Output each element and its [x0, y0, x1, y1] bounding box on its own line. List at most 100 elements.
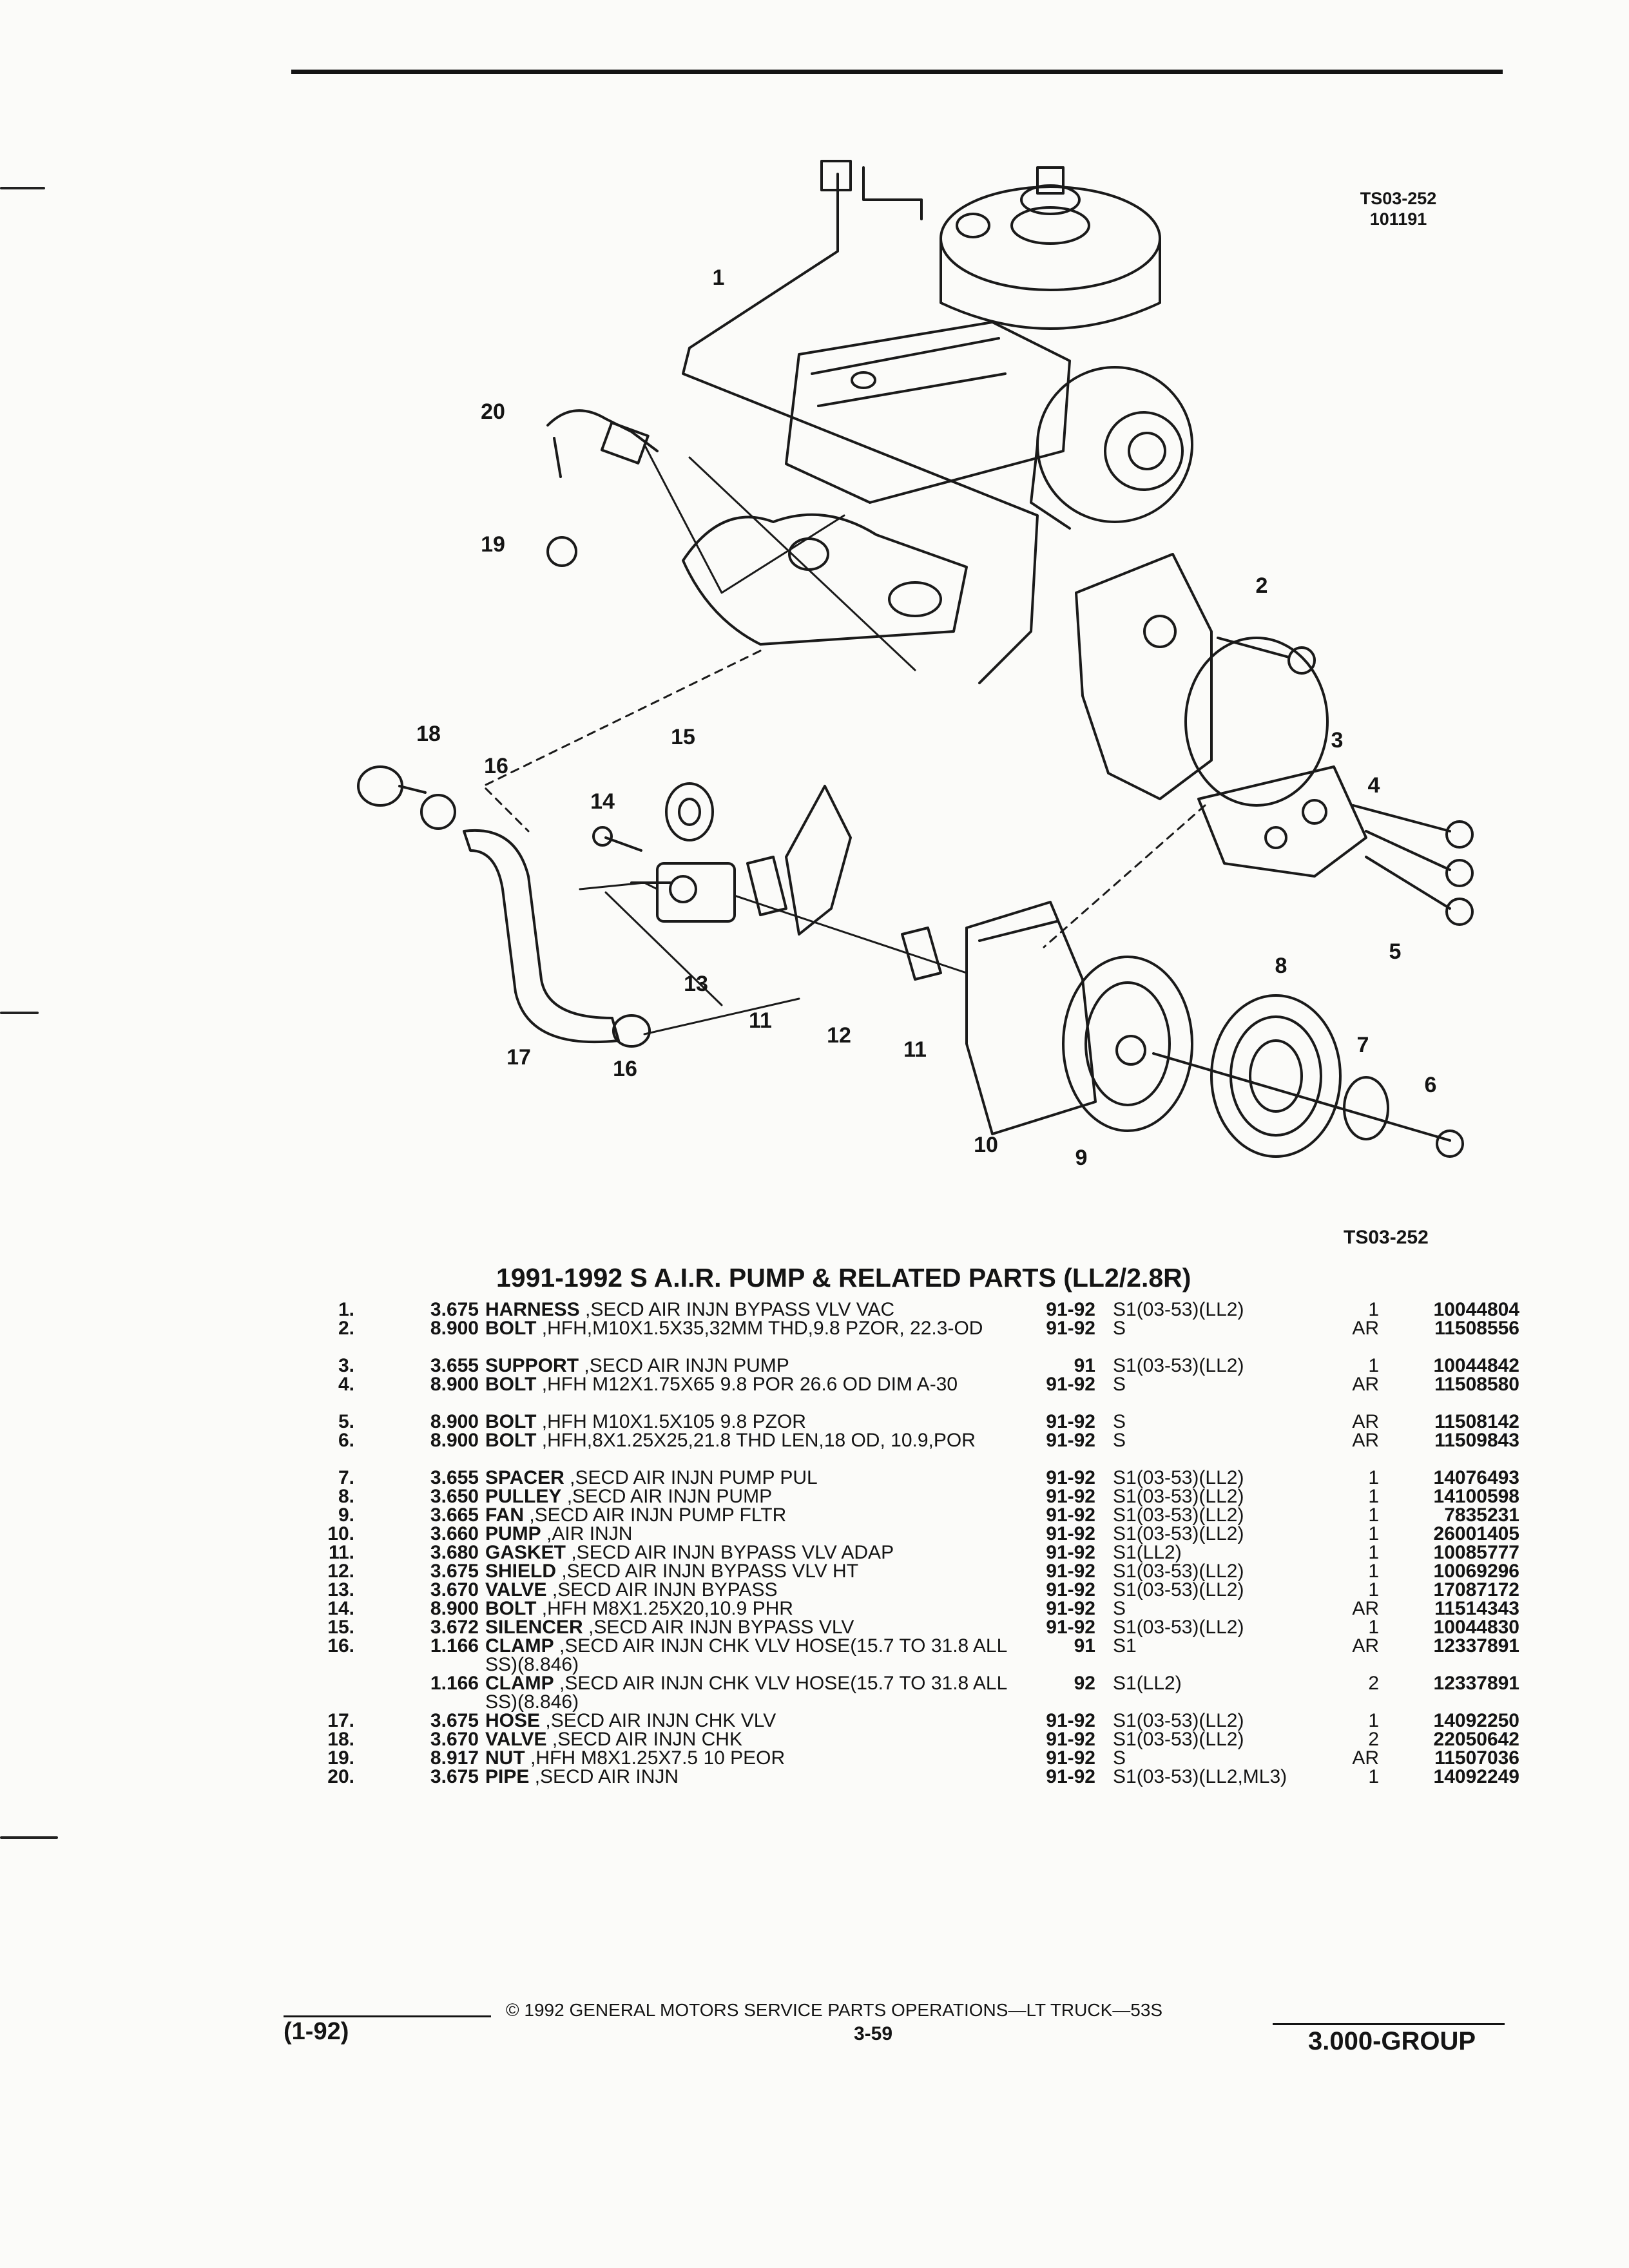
- option-code: S: [1113, 1374, 1126, 1395]
- part-number: 11507036: [1434, 1747, 1519, 1769]
- diagram-ref-date: 101191: [1369, 209, 1427, 229]
- diagram-svg: 1 2 3 4 5 6 7 8 9 10 11 11 12 13 14 15 1…: [357, 160, 1474, 1170]
- part-description: BOLT ,HFH M8X1.25X20,10.9 PHR: [485, 1598, 1027, 1619]
- model-years: 91-92: [1046, 1729, 1095, 1750]
- option-code: S: [1113, 1430, 1126, 1451]
- group-number: 3.665: [430, 1504, 479, 1526]
- top-rule: [291, 70, 1503, 74]
- item-number: 15.: [327, 1617, 354, 1638]
- part-detail: ,SECD AIR INJN: [529, 1766, 679, 1787]
- diagram-ref-code: TS03-252: [1360, 189, 1437, 208]
- part-name: BOLT: [485, 1430, 537, 1451]
- model-years: 91-92: [1046, 1374, 1095, 1395]
- callout-1: 1: [713, 265, 725, 290]
- callout-labels: 1 2 3 4 5 6 7 8 9 10 11 11 12 13 14 15 1…: [416, 265, 1436, 1170]
- part-number: 11514343: [1434, 1598, 1519, 1619]
- item-number: 4.: [338, 1374, 354, 1395]
- option-code: S1(03-53)(LL2): [1113, 1617, 1244, 1638]
- callout-18: 18: [416, 722, 441, 746]
- model-years: 91-92: [1046, 1299, 1095, 1320]
- part-description: BOLT ,HFH M12X1.75X65 9.8 POR 26.6 OD DI…: [485, 1375, 1027, 1394]
- option-code: S: [1113, 1411, 1126, 1432]
- item-number: 5.: [338, 1411, 354, 1432]
- part-detail: ,HFH M12X1.75X65 9.8 POR 26.6 OD DIM A-3…: [536, 1374, 958, 1395]
- part-name: HARNESS: [485, 1299, 580, 1320]
- footer-rule-left: [284, 2015, 491, 2017]
- part-detail: ,HFH,M10X1.5X35,32MM THD,9.8 PZOR, 22.3-…: [536, 1318, 983, 1339]
- model-years: 91-92: [1046, 1504, 1095, 1526]
- part-name: SUPPORT: [485, 1355, 579, 1376]
- group-number: 3.660: [430, 1523, 479, 1544]
- callout-2: 2: [1256, 573, 1268, 598]
- item-number: 20.: [327, 1766, 354, 1787]
- part-detail: ,SECD AIR INJN BYPASS VLV ADAP: [566, 1542, 894, 1563]
- quantity: 1: [1368, 1579, 1379, 1600]
- callout-19: 19: [481, 532, 505, 557]
- option-code: S: [1113, 1598, 1126, 1619]
- option-code: S1(03-53)(LL2): [1113, 1579, 1244, 1600]
- option-code: S1(03-53)(LL2): [1113, 1561, 1244, 1582]
- group-number: 3.670: [430, 1729, 479, 1750]
- model-years: 91-92: [1046, 1617, 1095, 1638]
- option-code: S: [1113, 1318, 1126, 1339]
- model-years: 91-92: [1046, 1766, 1095, 1787]
- part-detail: ,SECD AIR INJN PUMP: [579, 1355, 789, 1376]
- quantity: 1: [1368, 1299, 1379, 1320]
- item-number: 17.: [327, 1710, 354, 1731]
- option-code: S1(03-53)(LL2): [1113, 1729, 1244, 1750]
- group-number: 3.675: [430, 1710, 479, 1731]
- callout-10: 10: [974, 1133, 998, 1157]
- callout-16a: 16: [484, 754, 508, 778]
- callout-13: 13: [684, 972, 708, 996]
- model-years: 91-92: [1046, 1430, 1095, 1451]
- part-description: NUT ,HFH M8X1.25X7.5 10 PEOR: [485, 1749, 1027, 1768]
- model-years: 91-92: [1046, 1486, 1095, 1507]
- quantity: 1: [1368, 1710, 1379, 1731]
- item-number: 6.: [338, 1430, 354, 1451]
- group-number: 8.900: [430, 1411, 479, 1432]
- part-description: GASKET ,SECD AIR INJN BYPASS VLV ADAP: [485, 1543, 1027, 1562]
- group-number: 3.675: [430, 1299, 479, 1320]
- callout-20: 20: [481, 399, 505, 424]
- part-number: 12337891: [1433, 1635, 1519, 1657]
- part-name: BOLT: [485, 1598, 537, 1619]
- quantity: AR: [1352, 1747, 1379, 1769]
- part-name: BOLT: [485, 1411, 537, 1432]
- quantity: AR: [1352, 1635, 1379, 1657]
- part-detail: ,SECD AIR INJN CHK: [546, 1729, 742, 1750]
- part-name: GASKET: [485, 1542, 566, 1563]
- model-years: 91-92: [1046, 1467, 1095, 1488]
- part-number: 14100598: [1433, 1486, 1519, 1507]
- part-number: 11508556: [1434, 1318, 1519, 1339]
- model-years: 91-92: [1046, 1710, 1095, 1731]
- part-detail: ,HFH,8X1.25X25,21.8 THD LEN,18 OD, 10.9,…: [536, 1430, 976, 1451]
- part-detail: ,SECD AIR INJN PUMP PUL: [564, 1467, 818, 1488]
- model-years: 91: [1074, 1635, 1095, 1657]
- exploded-parts-diagram: 1 2 3 4 5 6 7 8 9 10 11 11 12 13 14 15 1…: [271, 142, 1534, 1205]
- part-detail: ,SECD AIR INJN CHK VLV HOSE(15.7 TO 31.8…: [485, 1673, 1007, 1713]
- group-number: 1.166: [430, 1673, 479, 1694]
- part-number: 12337891: [1433, 1673, 1519, 1694]
- group-number: 8.900: [430, 1374, 479, 1395]
- footer-date-code: (1-92): [284, 2018, 349, 2045]
- model-years: 91-92: [1046, 1598, 1095, 1619]
- part-name: VALVE: [485, 1729, 547, 1750]
- part-number: 10044830: [1433, 1617, 1519, 1638]
- part-description: VALVE ,SECD AIR INJN BYPASS: [485, 1581, 1027, 1600]
- callout-5: 5: [1389, 939, 1402, 964]
- part-name: PIPE: [485, 1766, 530, 1787]
- quantity: 1: [1368, 1504, 1379, 1526]
- footer-group: 3.000-GROUP: [1308, 2027, 1476, 2055]
- group-number: 3.650: [430, 1486, 479, 1507]
- part-number: 7835231: [1444, 1504, 1519, 1526]
- diagram-reference: TS03-252 101191: [1327, 188, 1469, 229]
- quantity: AR: [1352, 1430, 1379, 1451]
- part-detail: ,SECD AIR INJN BYPASS VLV VAC: [579, 1299, 895, 1320]
- item-number: 3.: [338, 1355, 354, 1376]
